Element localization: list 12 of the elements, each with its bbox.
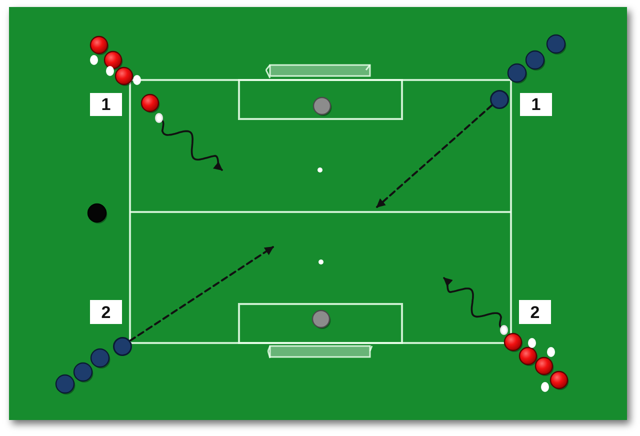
group-number: 2: [530, 304, 540, 320]
dribble-arrow: [443, 277, 502, 328]
group-number: 1: [101, 96, 111, 113]
number-card: [519, 300, 551, 324]
group-number: 1: [531, 96, 541, 113]
number-card: [520, 93, 552, 116]
dribble-arrow: [161, 120, 223, 171]
ball-icon: [500, 325, 508, 335]
group-number: 2: [101, 304, 111, 320]
number-card: [90, 93, 122, 116]
number-card: [90, 300, 122, 324]
ball-icon: [155, 113, 163, 123]
